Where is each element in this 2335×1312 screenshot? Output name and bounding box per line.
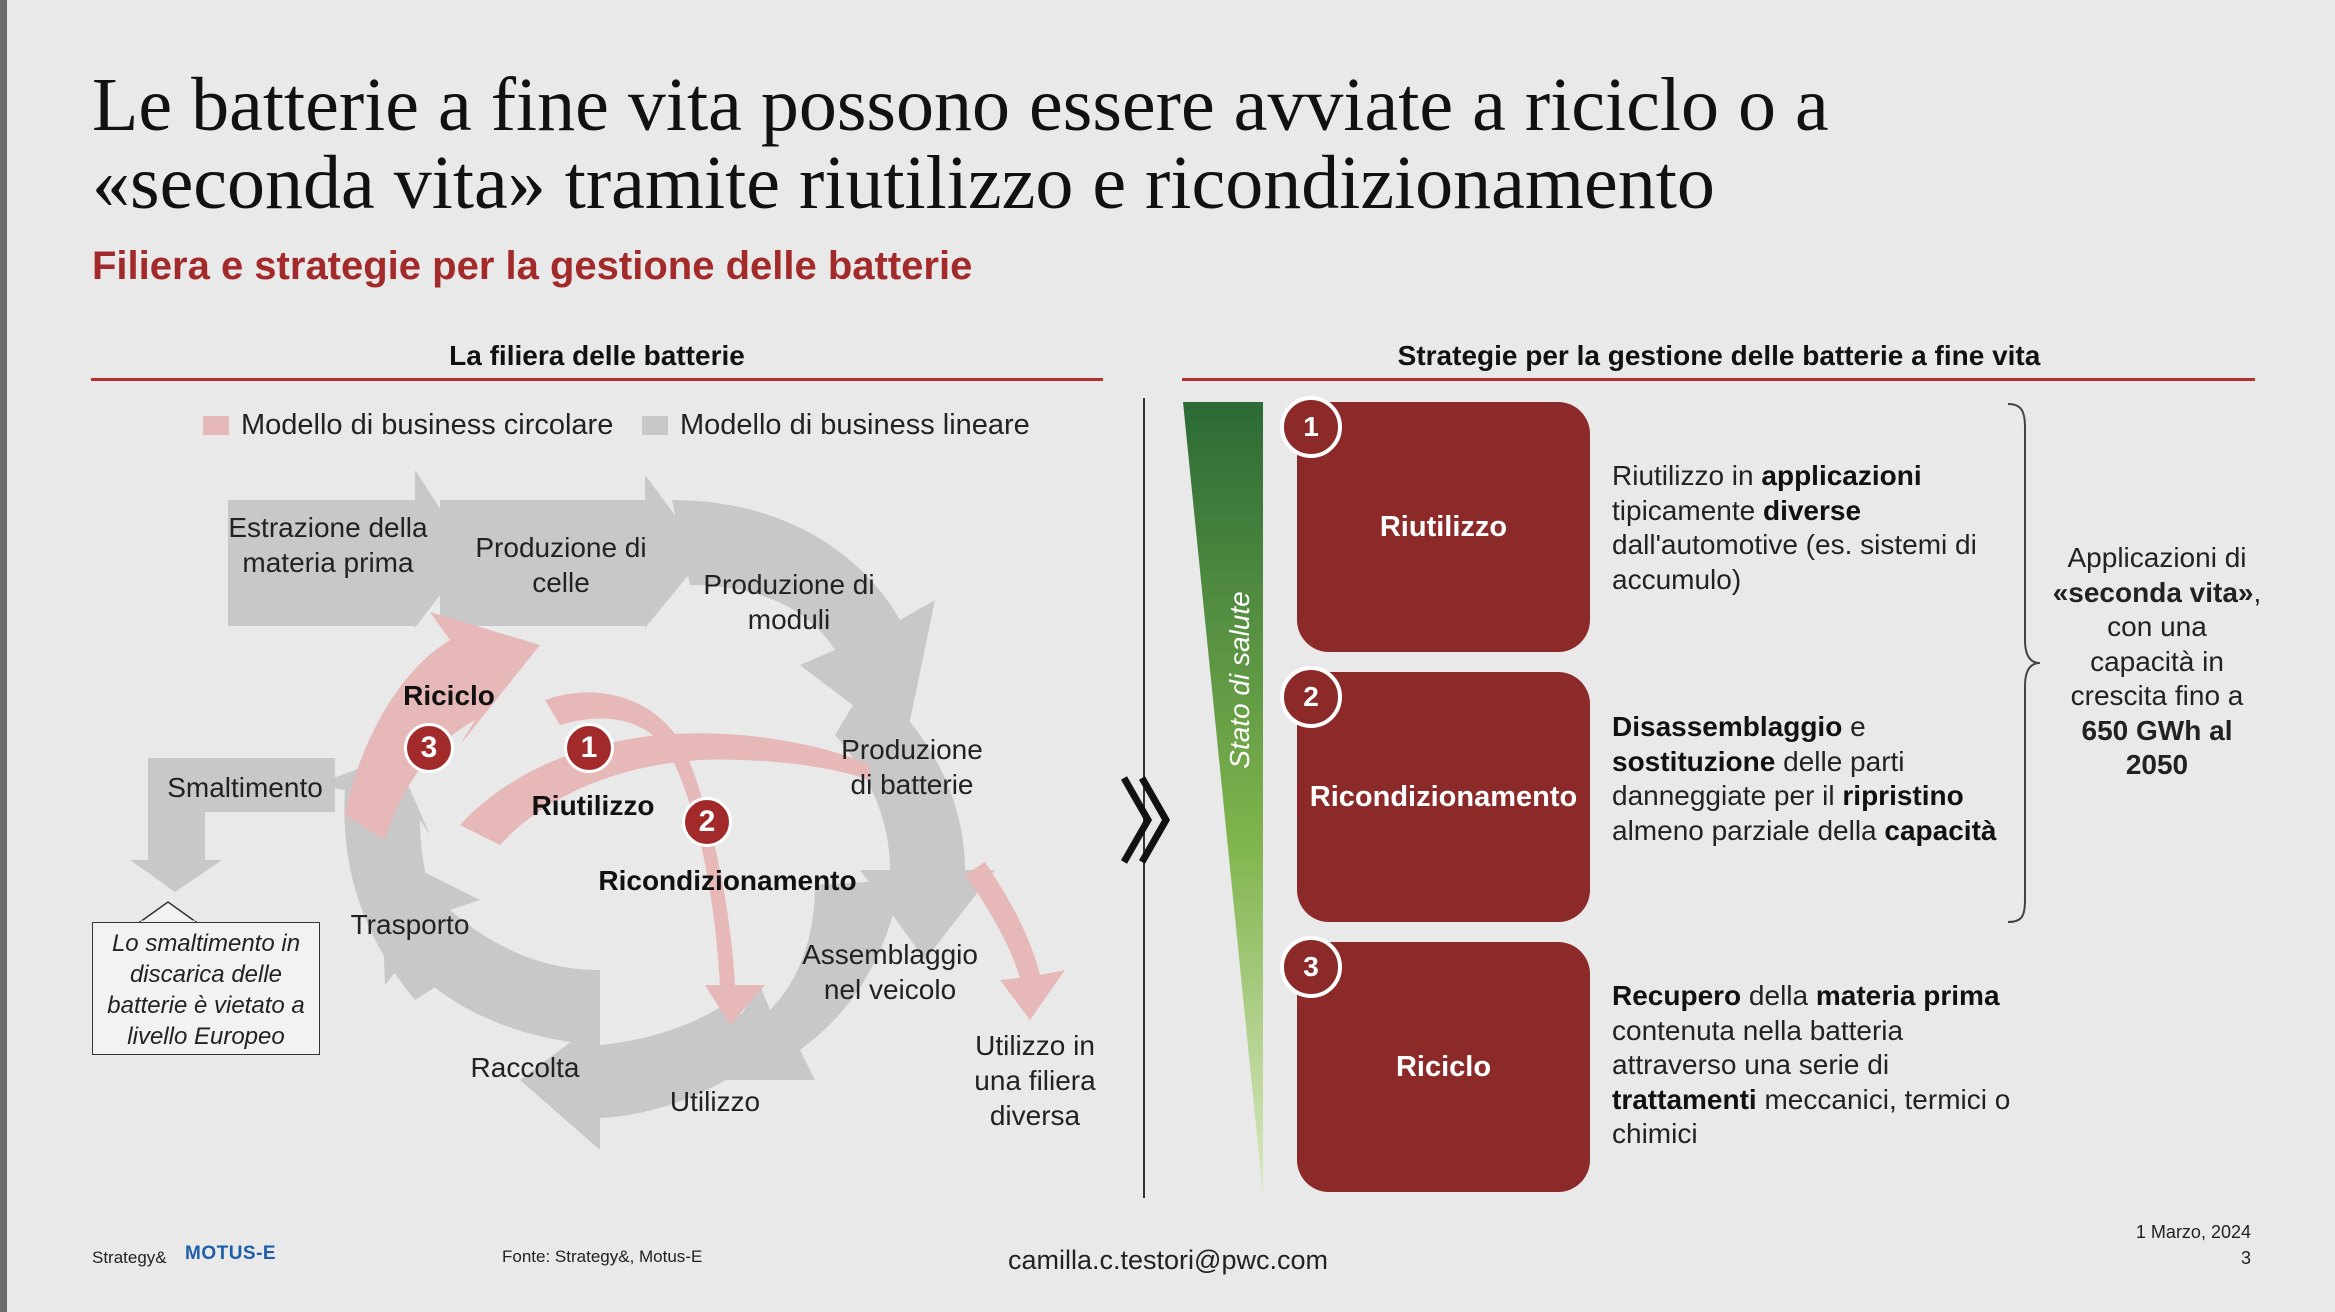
label-cells: Produzione di celle (475, 532, 647, 598)
label-collection: Raccolta (470, 1052, 580, 1083)
legend-linear-label: Modello di business lineare (680, 409, 1030, 441)
label-reuse: Riutilizzo (531, 790, 655, 821)
label-transport: Trasporto (350, 909, 470, 940)
left-section-rule (91, 378, 1103, 381)
health-gradient-bar (1183, 402, 1263, 1195)
legend-swatch-linear (642, 416, 668, 435)
presenter-email: camilla.c.testori@pwc.com (1008, 1245, 1328, 1275)
page-number: 3 (2240, 1248, 2251, 1268)
arrow-reuse (460, 733, 870, 845)
strategy-box-reuse: Riutilizzo (1297, 402, 1590, 652)
legend-swatch-circular (203, 416, 229, 435)
source-note: Fonte: Strategy&, Motus-E (502, 1247, 703, 1266)
strategy-number-3: 3 (1280, 936, 1342, 998)
page-title: Le batterie a fine vita possono essere a… (92, 66, 2242, 222)
brand-strategy-logo: Strategy& (92, 1248, 167, 1267)
second-life-applications: Applicazioni di «seconda vita», con una … (2052, 542, 2262, 780)
label-recycling: Riciclo (403, 680, 495, 711)
legend-circular: Modello di business circolare (203, 409, 613, 442)
badge-reconditioning: 2 (682, 797, 732, 847)
note-pointer (137, 901, 199, 923)
right-section-heading: Strategie per la gestione delle batterie… (1397, 340, 2041, 371)
disposal-note: Lo smaltimento in discarica delle batter… (92, 922, 320, 1055)
health-label: Stato di salute (1224, 591, 1255, 769)
strategy-desc-reconditioning: Disassemblaggio e sostituzione delle par… (1612, 711, 1997, 846)
section-divider (1143, 398, 1145, 1198)
strategy-number-1: 1 (1280, 396, 1342, 458)
left-section-heading: La filiera delle batterie (449, 340, 745, 371)
curly-brace (2007, 403, 2041, 923)
label-extraction: Estrazione della materia prima (228, 512, 428, 578)
slide-date: 1 Marzo, 2024 (2135, 1222, 2251, 1242)
chevron-right-icon (1120, 776, 1171, 864)
arrow-extraction (228, 470, 470, 628)
arrow-disposal (130, 758, 335, 892)
label-modules: Produzione di moduli (703, 569, 875, 635)
window-edge (0, 0, 7, 1312)
legend-linear: Modello di business lineare (642, 409, 1030, 442)
strategy-box-recycling: Riciclo (1297, 942, 1590, 1192)
title-line-2: «seconda vita» tramite riutilizzo e rico… (92, 141, 1715, 225)
strategy-number-2: 2 (1280, 666, 1342, 728)
arrow-reconditioning (545, 692, 765, 1025)
badge-reuse: 1 (564, 723, 614, 773)
arrow-cells (440, 475, 705, 628)
arrow-other-chain (965, 862, 1065, 1020)
title-line-1: Le batterie a fine vita possono essere a… (92, 63, 1829, 147)
brand-motus-logo: MOTUS-E (185, 1243, 277, 1264)
right-section-rule (1182, 378, 2255, 381)
label-assembly: Assemblaggio nel veicolo (802, 939, 978, 1005)
label-other-chain: Utilizzo in una filiera diversa (974, 1030, 1096, 1131)
strategy-desc-reuse: Riutilizzo in applicazioni tipicamente d… (1612, 460, 1977, 595)
label-use: Utilizzo (669, 1086, 761, 1117)
strategy-desc-recycling: Recupero della materia prima contenuta n… (1612, 980, 2011, 1149)
arrow-collection (380, 850, 600, 1045)
label-batteries: Produzione di batterie (841, 734, 983, 800)
page-subtitle: Filiera e strategie per la gestione dell… (92, 244, 973, 288)
label-reconditioning: Ricondizionamento (598, 865, 857, 896)
badge-recycling: 3 (404, 723, 454, 773)
strategy-box-reconditioning: Ricondizionamento (1297, 672, 1590, 922)
linear-arrows (130, 470, 995, 1150)
label-disposal: Smaltimento (167, 772, 323, 803)
legend-circular-label: Modello di business circolare (241, 409, 614, 441)
